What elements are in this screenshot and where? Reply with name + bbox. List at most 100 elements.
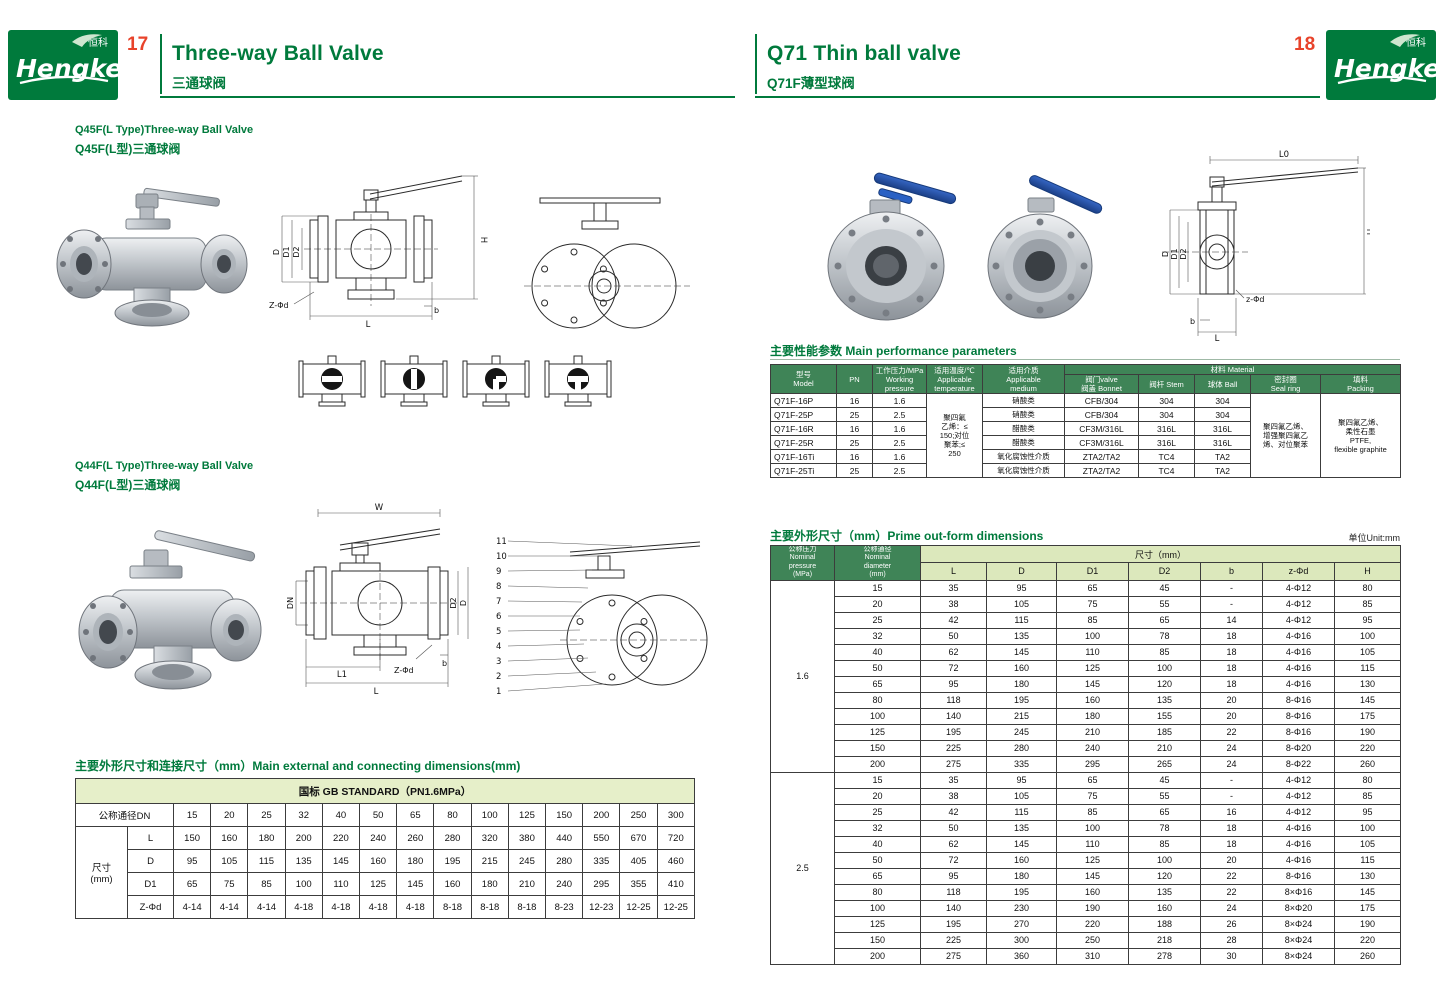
dim-value-cell: 22 [1200,723,1263,741]
dim-value-cell: 175 [1333,899,1402,917]
dim-value-cell: 278 [1128,947,1201,965]
dim-value-cell: 4-14 [210,895,249,919]
diameter-cell: 25 [834,611,921,629]
diameter-cell: 65 [834,867,921,885]
left-table-title: 主要外形尺寸和连接尺寸（mm）Main external and connect… [75,759,521,773]
dim-value-cell: 300 [986,931,1057,949]
logo-swoosh [1337,75,1427,85]
part-number: 7 [496,597,501,607]
dim-value-cell: 195 [986,691,1057,709]
unit-note: 单位Unit:mm [1348,533,1401,543]
medium-cell: 硝酸类 [982,393,1065,408]
dim-value-cell: 210 [1056,723,1129,741]
header-dim-col: z-Φd [1262,562,1335,581]
dim-value-cell: 35 [920,771,987,789]
dim-value-cell: 4-18 [321,895,361,919]
page-title-left-zh: 三通球阀 [172,76,226,92]
dim-value-cell: 180 [986,867,1057,885]
page-title-right-zh: Q71F薄型球阀 [767,76,855,92]
dim-value-cell: 105 [986,787,1057,805]
dim-value-cell: 12-23 [582,895,621,919]
bonnet-cell: CFB/304 [1064,407,1139,422]
dim-label-d1: D1 [1170,248,1179,259]
model-cell: Q71F-16R [770,421,837,436]
dim-value-cell: 250 [1056,931,1129,949]
dim-value-cell: 160 [986,659,1057,677]
dim-row-label: Z-Φd [127,895,174,919]
dim-value-cell: 100 [1128,659,1201,677]
dim-value-cell: 100 [1056,819,1129,837]
stem-cell: 304 [1138,407,1195,422]
dim-value-cell: 65 [1056,579,1129,597]
dim-value-cell: 4-Φ12 [1262,579,1335,597]
dim-row-label: L [127,826,174,850]
dim-value-cell: 12-25 [656,895,696,919]
dim-value-cell: 275 [920,755,987,773]
q71-dimension-drawing: L0 H D D1 D2 z-Φd b L [1161,150,1370,342]
dim-value-cell: 78 [1128,819,1201,837]
dim-value-cell: 80 [1333,579,1402,597]
dim-value-cell: 26 [1200,915,1263,933]
diameter-cell: 80 [834,691,921,709]
header-dim-col: D [986,562,1057,581]
dim-value-cell: 95 [920,867,987,885]
dim-value-cell: 105 [210,849,249,873]
port-configuration-views [295,348,615,418]
dim-value-cell: 18 [1200,675,1263,693]
header-rule-right [755,96,1320,98]
dim-label-l1: L1 [337,670,347,680]
header-seal-ring: 密封圈 Seal ring [1250,374,1321,394]
dim-value-cell: 4-Φ16 [1262,627,1335,645]
dim-label-h: H [478,237,488,243]
dim-value-cell: 95 [986,579,1057,597]
header-working-pressure: 工作压力/MPa Working pressure [872,364,927,394]
dim-value-cell: 105 [986,595,1057,613]
diameter-cell: 50 [834,659,921,677]
dim-value-cell: 245 [507,849,547,873]
diameter-cell: 100 [834,899,921,917]
dim-value-cell: 190 [1333,915,1402,933]
dim-value-cell: 160 [433,872,472,896]
dim-label-l: L [374,687,379,697]
section-q44f-title-zh: Q44F(L型)三通球阀 [75,478,181,493]
q44f-front-drawing: W DN D2 D L1 L b Z-Φd [286,503,478,697]
dim-value-cell: 130 [1333,867,1402,885]
ball-cell: 316L [1194,421,1251,436]
dim-value-cell: 215 [986,707,1057,725]
ball-cell: TA2 [1194,463,1251,478]
diameter-cell: 150 [834,739,921,757]
dim-value-cell: 85 [1056,611,1129,629]
dim-value-cell: 12-25 [619,895,658,919]
port-view-2 [377,348,451,418]
dim-value-cell: 240 [1056,739,1129,757]
diameter-cell: 15 [834,579,921,597]
diameter-cell: 200 [834,755,921,773]
dim-value-cell: 115 [247,849,286,873]
pressure-cell: 2.5 [872,463,927,478]
dim-value-cell: 85 [247,872,286,896]
dim-value-cell: 145 [1056,867,1129,885]
ball-cell: 304 [1194,407,1251,422]
diameter-cell: 50 [834,851,921,869]
ball-cell: TA2 [1194,449,1251,464]
logo-swoosh [19,75,109,85]
dim-value-cell: 4-14 [247,895,286,919]
dim-value-cell: 225 [920,931,987,949]
dim-value-cell: - [1200,787,1263,805]
dn-label-cell: 公称通径DN [75,803,174,827]
diameter-cell: 150 [834,931,921,949]
medium-cell: 硝酸类 [982,407,1065,422]
dim-value-cell: 145 [1333,691,1402,709]
dn-value-cell: 15 [172,803,212,827]
pressure-group-cell: 2.5 [770,771,835,965]
dim-value-cell: 220 [1333,739,1402,757]
